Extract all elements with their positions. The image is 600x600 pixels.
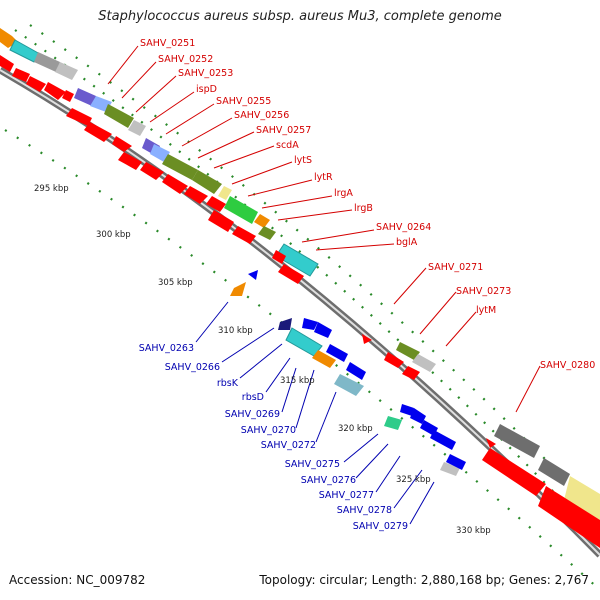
gene-label-bgla: bglA (396, 237, 418, 248)
gene-label-sahv-0275: SAHV_0275 (285, 459, 340, 470)
gene-label-sahv-0251: SAHV_0251 (140, 38, 195, 49)
gene-label-sahv-0277: SAHV_0277 (319, 490, 374, 501)
tick-label-330: 330 kbp (456, 526, 491, 536)
gene-label-sahv-0264: SAHV_0264 (376, 222, 431, 233)
gene-label-lrga: lrgA (334, 188, 353, 199)
gene-label-ispd: ispD (196, 84, 217, 95)
forward-leaders (107, 45, 541, 413)
gene-label-sahv-0256: SAHV_0256 (234, 110, 289, 121)
gene-label-sahv-0271: SAHV_0271 (428, 262, 483, 273)
forward-gene-block-middle (66, 88, 276, 244)
tick-label-310: 310 kbp (218, 326, 253, 336)
gene-label-sahv-0252: SAHV_0252 (158, 54, 213, 65)
forward-label-group: SAHV_0251 SAHV_0252 SAHV_0253 ispD SAHV_… (140, 38, 595, 371)
gene-label-sahv-0255: SAHV_0255 (216, 96, 271, 107)
gene-label-scda: scdA (276, 140, 299, 151)
inner-tick-ring (4, 129, 600, 591)
reverse-label-group: SAHV_0263 SAHV_0266 rbsK rbsD SAHV_0269 … (139, 343, 408, 532)
reverse-leaders (195, 301, 435, 525)
tick-label-305: 305 kbp (158, 278, 193, 288)
gene-label-lrgb: lrgB (354, 203, 373, 214)
reverse-gene-block (230, 270, 466, 476)
tick-label-315: 315 kbp (280, 376, 315, 386)
gene-label-sahv-0276: SAHV_0276 (301, 475, 356, 486)
gene-label-sahv-0270: SAHV_0270 (241, 425, 296, 436)
map-title: Staphylococcus aureus subsp. aureus Mu3,… (98, 9, 502, 24)
gene-label-sahv-0279: SAHV_0279 (353, 521, 408, 532)
gene-label-sahv-0257: SAHV_0257 (256, 125, 311, 136)
forward-gene-block-bgla (272, 243, 319, 284)
gene-label-sahv-0266: SAHV_0266 (165, 362, 220, 373)
tick-label-300: 300 kbp (96, 230, 131, 240)
gene-label-sahv-0263: SAHV_0263 (139, 343, 194, 354)
gene-label-rbsk: rbsK (217, 378, 239, 389)
gene-label-sahv-0253: SAHV_0253 (178, 68, 233, 79)
gene-label-sahv-0269: SAHV_0269 (225, 409, 280, 420)
tick-label-325: 325 kbp (396, 475, 431, 485)
gene-label-sahv-0272: SAHV_0272 (261, 440, 316, 451)
gene-label-sahv-0280: SAHV_0280 (540, 360, 595, 371)
gene-label-rbsd: rbsD (242, 392, 264, 403)
forward-gene-block-right (362, 334, 600, 548)
gene-label-lyts: lytS (294, 155, 312, 166)
gene-label-sahv-0273: SAHV_0273 (456, 286, 511, 297)
genome-info-label: Topology: circular; Length: 2,880,168 bp… (259, 573, 589, 587)
gene-label-lytr: lytR (314, 172, 333, 183)
accession-label: Accession: NC_009782 (9, 573, 146, 587)
forward-gene-block-top (0, 28, 78, 102)
tick-label-group: 295 kbp 300 kbp 305 kbp 310 kbp 315 kbp … (34, 184, 491, 536)
tick-label-295: 295 kbp (34, 184, 69, 194)
gene-label-lytm: lytM (476, 305, 496, 316)
tick-label-320: 320 kbp (338, 424, 373, 434)
gene-label-sahv-0278: SAHV_0278 (337, 505, 392, 516)
